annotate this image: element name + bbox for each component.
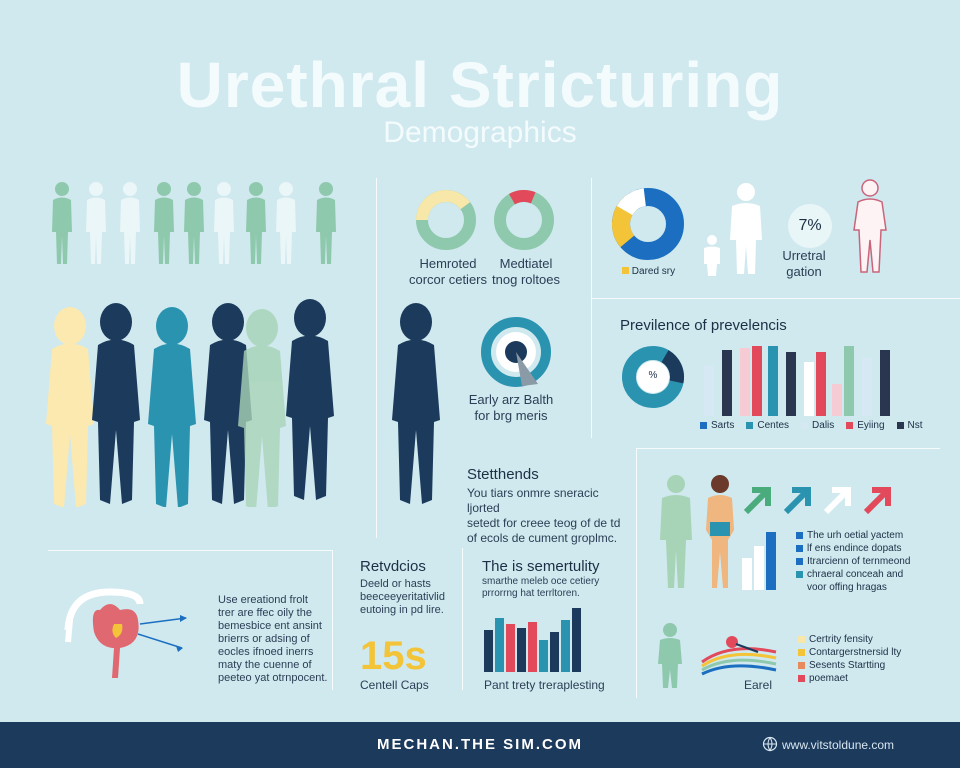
legend-item: Centes — [746, 420, 789, 431]
gauge-caption: Early arz Balth for brg meris — [468, 392, 554, 423]
prevalence-bar-chart — [704, 346, 890, 416]
globe-icon — [762, 736, 778, 752]
donut-chart-right — [494, 189, 554, 250]
donut-left-caption: Hemroted corcor cetiers — [408, 256, 488, 287]
bullet-item: The urh oetial yactem — [796, 530, 946, 541]
retvdcios-body: Deeld or hasts beeceeyeritativlid eutoin… — [360, 578, 445, 616]
sensitivity-body: smarthe meleb oce cetiery prrorrng hat t… — [482, 576, 600, 599]
donut-right-caption: Medtiatel tnog roltoes — [492, 256, 560, 287]
sensitivity-bar-chart — [484, 608, 581, 672]
legend-item: Nst — [896, 420, 923, 431]
wave-lines-icon — [701, 636, 777, 676]
divider — [462, 548, 463, 690]
prevalence-donut-label: % — [648, 370, 658, 381]
age-caption: Urretral gation — [782, 248, 826, 279]
stethends-title: Stetthends — [467, 466, 539, 483]
arrows-icon — [743, 487, 891, 515]
divider — [376, 178, 377, 538]
prevalence-legend: Sarts Centes Dalis Eyiing Nst — [700, 420, 923, 431]
divider — [48, 550, 332, 551]
divider — [332, 550, 333, 690]
sensitivity-caption: Pant trety treraplesting — [484, 678, 605, 692]
male-female-icon — [660, 475, 734, 588]
anatomy-icon — [64, 588, 187, 678]
bullet-item: lf ens endince dopats — [796, 543, 946, 554]
retvdcios-big-number: 15s — [360, 634, 427, 678]
bullet-item: Itrarcienn of ternmeond — [796, 556, 946, 567]
divider — [591, 178, 592, 438]
footer-url-link[interactable]: www.vitstoldune.com — [782, 738, 895, 752]
right-caption: Earel — [744, 678, 773, 692]
percent-badge: 7% — [788, 204, 832, 248]
legend-swatch — [622, 267, 629, 274]
sensitivity-title: The is semertulity — [482, 558, 600, 575]
prevalence-title: Previlence of prevelencis — [620, 317, 787, 334]
legend-item: Certrity fensity — [798, 634, 938, 645]
retvdcios-caption: Centell Caps — [360, 678, 429, 692]
legend-item: Eyiing — [846, 420, 885, 431]
anatomy-body: Use ereationd frolt trer are ffec oily t… — [218, 594, 328, 684]
people-row-icon — [52, 182, 336, 264]
age-legend-label: Dared sry — [631, 266, 676, 277]
page-subtitle: Demographics — [383, 116, 577, 149]
divider — [636, 448, 940, 449]
legend-item: Dalis — [801, 420, 834, 431]
legend-item: Contargerstnersid lty — [798, 647, 938, 658]
right-bullets: The urh oetial yactem lf ens endince dop… — [796, 530, 946, 593]
gauge-icon — [481, 317, 551, 387]
outline-person-icon — [853, 179, 887, 273]
small-person-icon — [658, 623, 682, 688]
divider — [591, 298, 960, 299]
prevalence-donut — [622, 346, 684, 408]
age-legend: Dared sry — [622, 266, 675, 277]
bullet-item: voor offing hragas — [807, 582, 887, 593]
legend-item: Sarts — [700, 420, 734, 431]
legend-item: Sesents Startting — [798, 660, 938, 671]
right-legend: Certrity fensity Contargerstnersid lty S… — [798, 634, 938, 684]
legend-item: poemaet — [798, 673, 938, 684]
age-donut-chart — [612, 188, 684, 260]
bullet-item: chraeral conceah and — [796, 569, 946, 580]
mini-bar-chart — [742, 532, 776, 590]
retvdcios-title: Retvdcios — [360, 558, 426, 575]
adult-child-icon — [704, 183, 762, 276]
footer-bar — [0, 722, 960, 768]
donut-chart-left — [416, 190, 476, 250]
divider — [636, 448, 637, 698]
page-title: Urethral Stricturing — [176, 49, 784, 121]
footer-brand[interactable]: MECHAN.THE SIM.COM — [377, 736, 583, 753]
stethends-body: You tiars onmre sneracic ljorted setedt … — [467, 486, 621, 545]
large-people-icon — [46, 299, 440, 507]
